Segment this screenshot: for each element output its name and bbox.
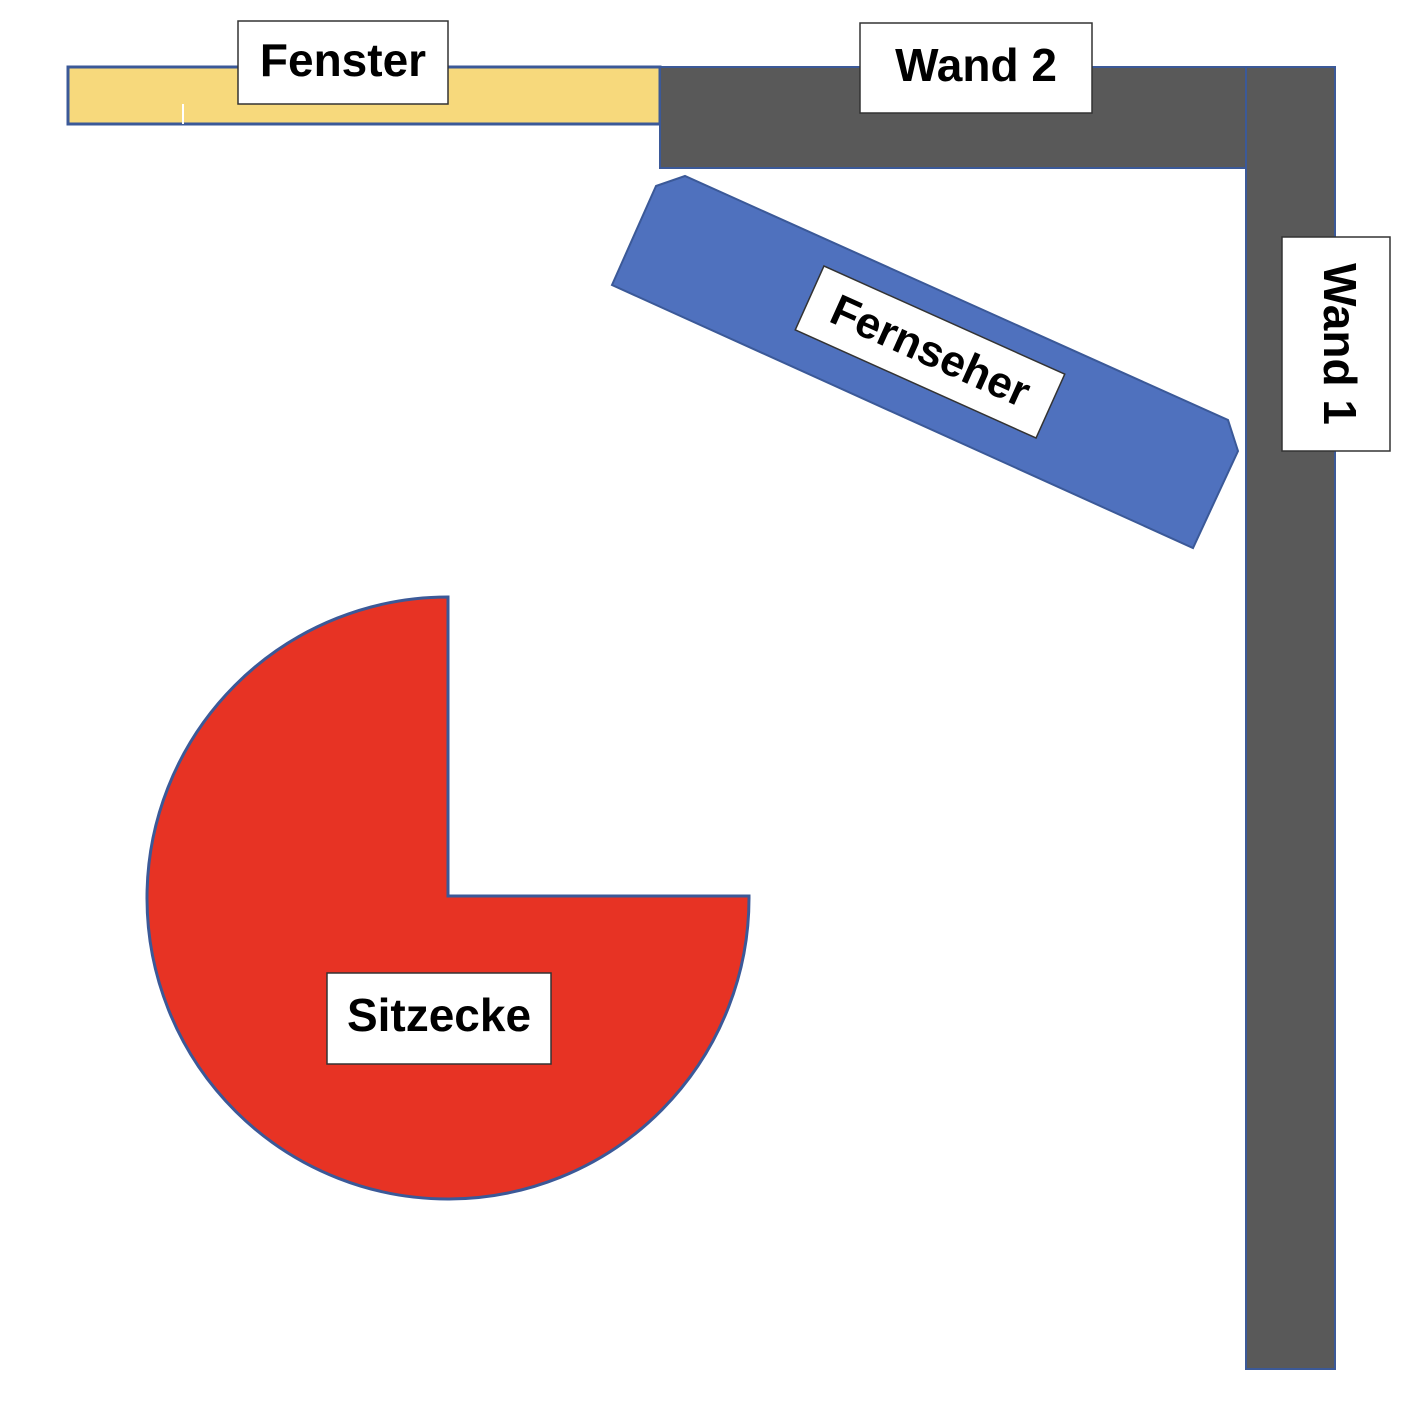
wand1-label: Wand 1	[1281, 236, 1391, 452]
wand2-label: Wand 2	[859, 22, 1093, 114]
sitzecke-label: Sitzecke	[326, 972, 552, 1065]
wand1-label-text: Wand 1	[1314, 263, 1366, 425]
fenster-label: Fenster	[237, 20, 449, 105]
wand2-label-text: Wand 2	[895, 39, 1057, 91]
sitzecke-shape	[145, 595, 751, 1201]
fenster-label-text: Fenster	[260, 34, 426, 86]
sitzecke-label-text: Sitzecke	[347, 989, 531, 1041]
